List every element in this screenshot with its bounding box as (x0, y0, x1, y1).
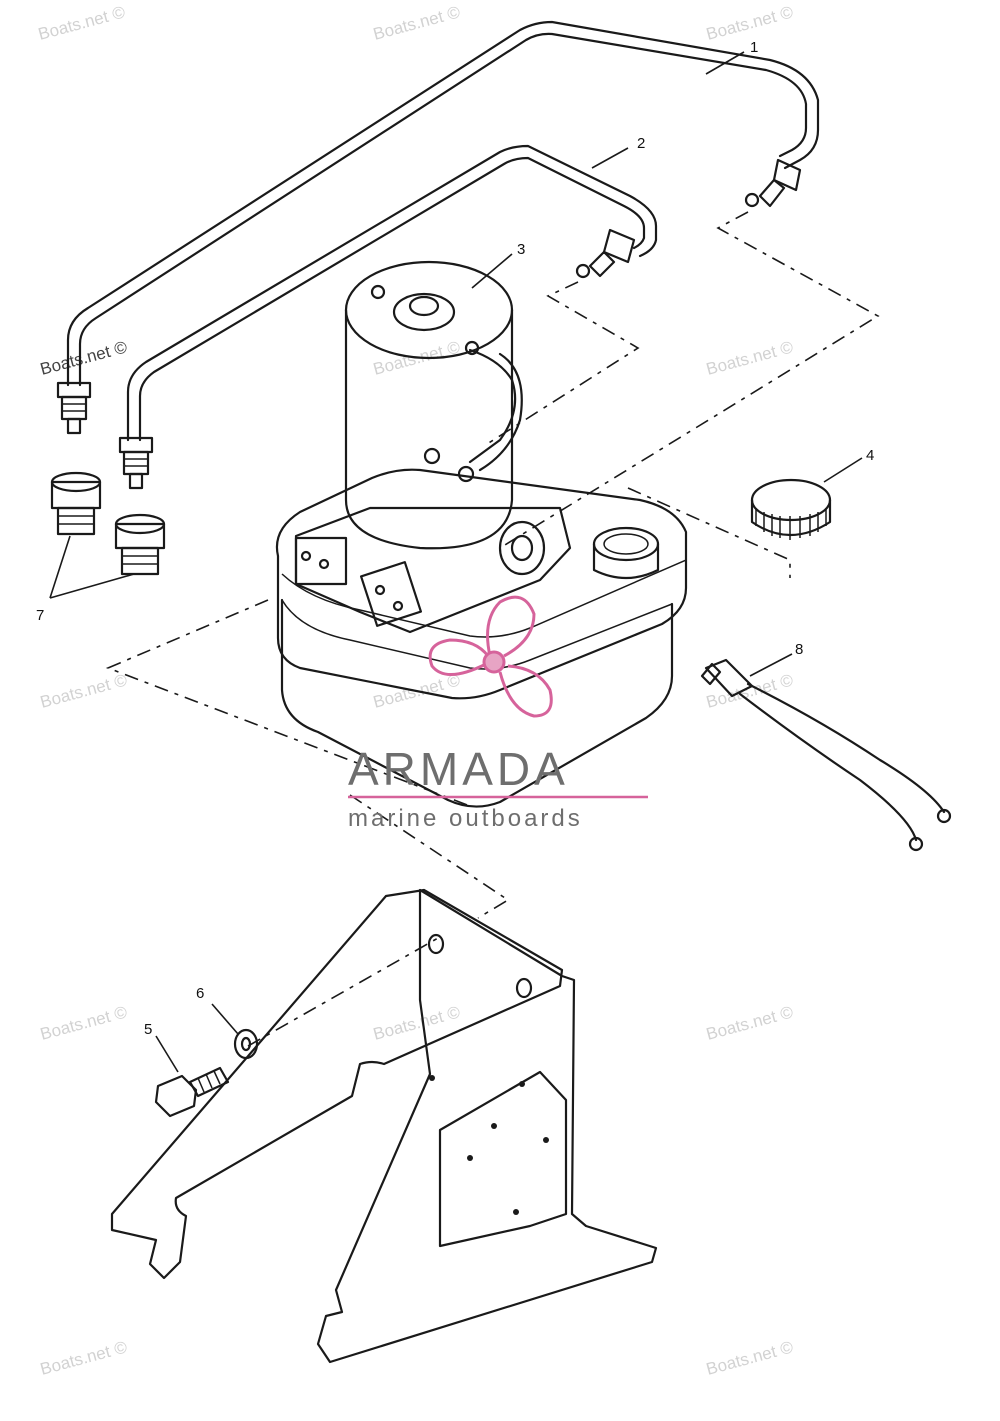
tube-fitting-1-left (56, 381, 92, 435)
part-2-short-tube (118, 144, 658, 490)
callout-4: 4 (866, 447, 874, 464)
watermark: Boats.net © (704, 1002, 795, 1044)
logo-tagline: marine outboards (348, 805, 583, 832)
assembly-lines (105, 211, 880, 1047)
watermark: Boats.net © (704, 2, 795, 44)
part-5-bolt (154, 1066, 230, 1118)
watermark: Boats.net © (36, 2, 127, 44)
part-8-sender-wire (700, 658, 952, 852)
callout-labels: 1 2 3 4 5 6 7 8 (36, 39, 874, 1038)
logo-wordmark: ARMADA (348, 743, 569, 795)
watermark: Boats.net © (704, 670, 795, 712)
propeller-icon (428, 595, 553, 718)
mounting-bracket (110, 888, 658, 1364)
part-3-pump-assembly (275, 260, 688, 808)
armada-logo: ARMADA marine outboards (348, 595, 648, 832)
part-6-washer (233, 1028, 259, 1060)
watermark: Boats.net © (38, 670, 129, 712)
leader-lines (49, 51, 863, 1073)
watermark: Boats.net © (371, 1002, 462, 1044)
tube-fitting-1-right (744, 158, 802, 208)
watermark: Boats.net © (704, 1337, 795, 1379)
watermark: Boats.net © (371, 2, 462, 44)
callout-3: 3 (517, 241, 525, 258)
watermark: Boats.net © (704, 337, 795, 379)
callout-2: 2 (637, 135, 645, 152)
callout-5: 5 (144, 1021, 152, 1038)
callout-8: 8 (795, 641, 803, 658)
watermark: Boats.net © (38, 1337, 129, 1379)
watermark: Boats.net © (38, 337, 129, 379)
callout-7: 7 (36, 607, 44, 624)
part-1-long-tube (56, 20, 820, 435)
callout-1: 1 (750, 39, 758, 56)
part-7-fittings (50, 471, 166, 576)
part-4-reservoir-cap (750, 478, 832, 540)
watermark: Boats.net © (38, 1002, 129, 1044)
tube-fitting-2-left (118, 436, 154, 490)
tube-fitting-2-right (575, 228, 636, 279)
callout-6: 6 (196, 985, 204, 1002)
